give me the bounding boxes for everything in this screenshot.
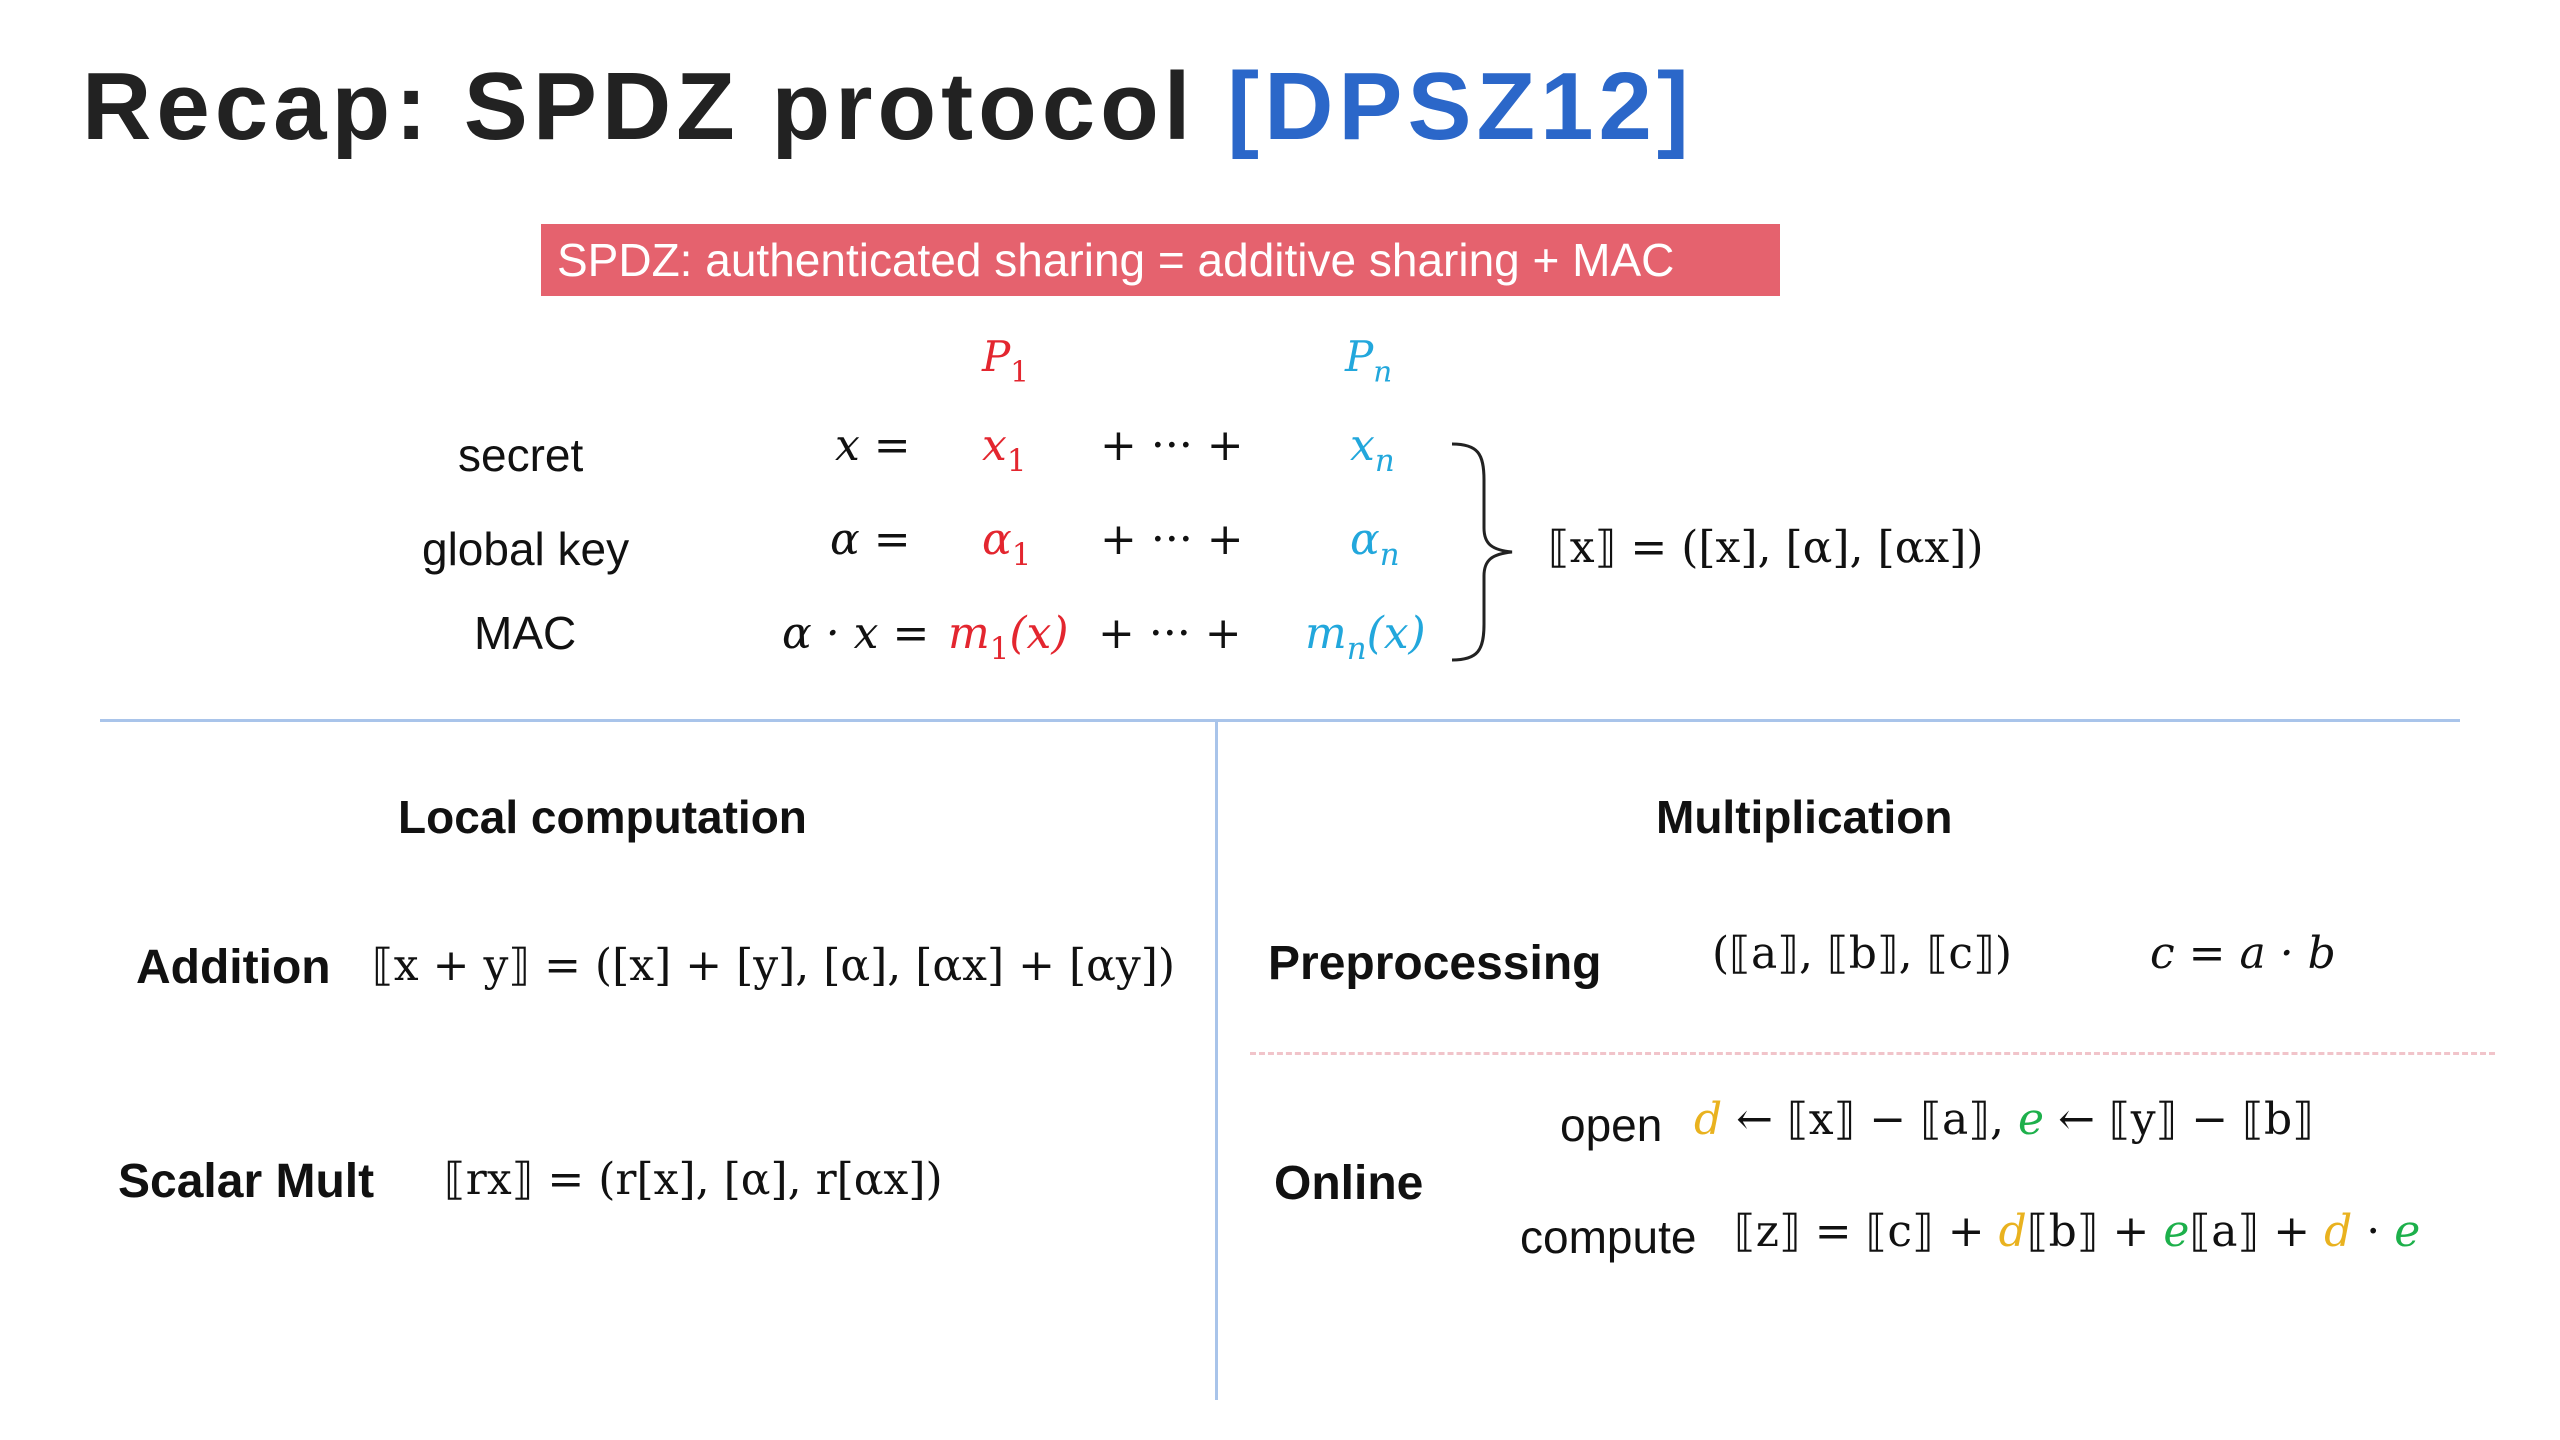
right-brace-icon (1451, 442, 1513, 662)
secret-sum-ellipsis: + ··· + (1100, 420, 1244, 471)
global-key-lhs: α = (830, 514, 911, 565)
party-n-label: Pn (1345, 332, 1393, 389)
secret-label: secret (458, 429, 584, 481)
multiplication-heading: Multiplication (1656, 791, 1953, 843)
secret-share-n: xn (1350, 420, 1395, 479)
open-formula: d ← ⟦x⟧ − ⟦a⟧, e ← ⟦y⟧ − ⟦b⟧ (1694, 1094, 2314, 1145)
addition-formula: ⟦x + y⟧ = ([x] + [y], [α], [αx] + [αy]) (372, 940, 1176, 991)
beaver-triple: (⟦a⟧, ⟦b⟧, ⟦c⟧) (1712, 928, 2013, 979)
secret-lhs: x = (835, 420, 911, 471)
addition-label: Addition (136, 941, 331, 994)
mac-sum-ellipsis: + ··· + (1098, 608, 1242, 659)
global-key-label: global key (422, 523, 630, 575)
secret-share-1: x1 (982, 420, 1027, 479)
open-label: open (1560, 1099, 1663, 1151)
mac-share-1: m1(x) (948, 608, 1069, 667)
mac-share-n: mn(x) (1305, 608, 1426, 667)
horizontal-divider (100, 719, 2460, 722)
global-key-share-n: αn (1350, 514, 1400, 573)
definition-banner: SPDZ: authenticated sharing = additive s… (541, 224, 1780, 296)
online-label: Online (1274, 1157, 1424, 1210)
party-1-label: P1 (982, 332, 1029, 389)
triple-relation: c = a · b (2150, 928, 2336, 979)
global-key-sum-ellipsis: + ··· + (1100, 514, 1244, 565)
compute-label: compute (1520, 1211, 1697, 1263)
authenticated-share-definition: ⟦x⟧ = ([x], [α], [αx]) (1548, 522, 1984, 573)
mac-lhs: α · x = (782, 608, 930, 659)
scalar-mult-formula: ⟦rx⟧ = (r[x], [α], r[αx]) (444, 1154, 943, 1205)
title-main: Recap: SPDZ protocol (82, 53, 1228, 160)
global-key-share-1: α1 (982, 514, 1032, 573)
mac-label: MAC (474, 607, 577, 659)
title-citation: [DPSZ12] (1227, 53, 1694, 160)
scalar-mult-label: Scalar Mult (118, 1155, 375, 1208)
vertical-divider (1215, 722, 1218, 1400)
dashed-divider (1250, 1052, 2495, 1055)
preprocessing-label: Preprocessing (1268, 937, 1602, 990)
slide-title: Recap: SPDZ protocol [DPSZ12] (82, 54, 1694, 160)
local-computation-heading: Local computation (398, 791, 807, 843)
compute-formula: ⟦z⟧ = ⟦c⟧ + d⟦b⟧ + e⟦a⟧ + d · e (1734, 1206, 2421, 1257)
